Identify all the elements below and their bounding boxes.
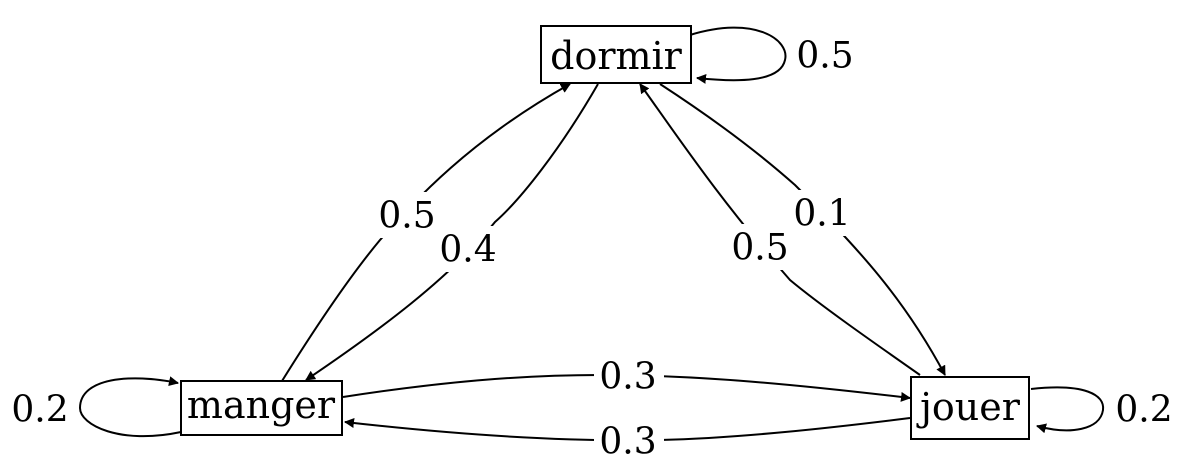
probability-label: 0.5: [796, 36, 853, 77]
node-label: manger: [187, 383, 336, 427]
probability-label: 0.5: [378, 196, 435, 237]
edge-label-jouer-dormir: 0.5: [728, 224, 792, 270]
node-manger: manger: [180, 380, 343, 436]
edge-jouer-dormir: [639, 83, 921, 376]
probability-label: 0.5: [731, 228, 788, 269]
probability-label: 0.4: [439, 230, 496, 271]
probability-label: 0.2: [1115, 390, 1172, 431]
edge-label-dormir-dormir: 0.5: [796, 36, 853, 77]
probability-label: 0.3: [599, 422, 656, 463]
edge-label-manger-dormir: 0.5: [375, 192, 439, 238]
edge-label-jouer-jouer: 0.2: [1115, 390, 1172, 431]
edge-dormir-dormir: [689, 26, 787, 84]
edge-label-manger-manger: 0.2: [11, 390, 68, 431]
edge-label-manger-jouer: 0.3: [594, 354, 664, 400]
edge-label-dormir-jouer: 0.1: [790, 190, 854, 236]
node-jouer: jouer: [910, 376, 1030, 440]
edge-manger-manger: [78, 376, 182, 438]
edge-label-dormir-manger: 0.4: [436, 226, 500, 272]
probability-label: 0.2: [11, 390, 68, 431]
edge-jouer-jouer: [1030, 386, 1105, 434]
node-label: dormir: [550, 34, 683, 78]
edge-dormir-manger: [305, 83, 599, 381]
probability-label: 0.1: [793, 194, 850, 235]
node-label: jouer: [916, 385, 1021, 429]
node-dormir: dormir: [540, 25, 692, 84]
edge-label-jouer-manger: 0.3: [594, 420, 664, 466]
probability-label: 0.3: [599, 357, 656, 398]
edge-manger-dormir: [281, 83, 571, 382]
nodes: dormir manger jouer: [180, 25, 1030, 440]
edge-labels: 0.5 0.2 0.2 0.5 0.4 0.1 0.5 0.3: [11, 36, 1173, 466]
